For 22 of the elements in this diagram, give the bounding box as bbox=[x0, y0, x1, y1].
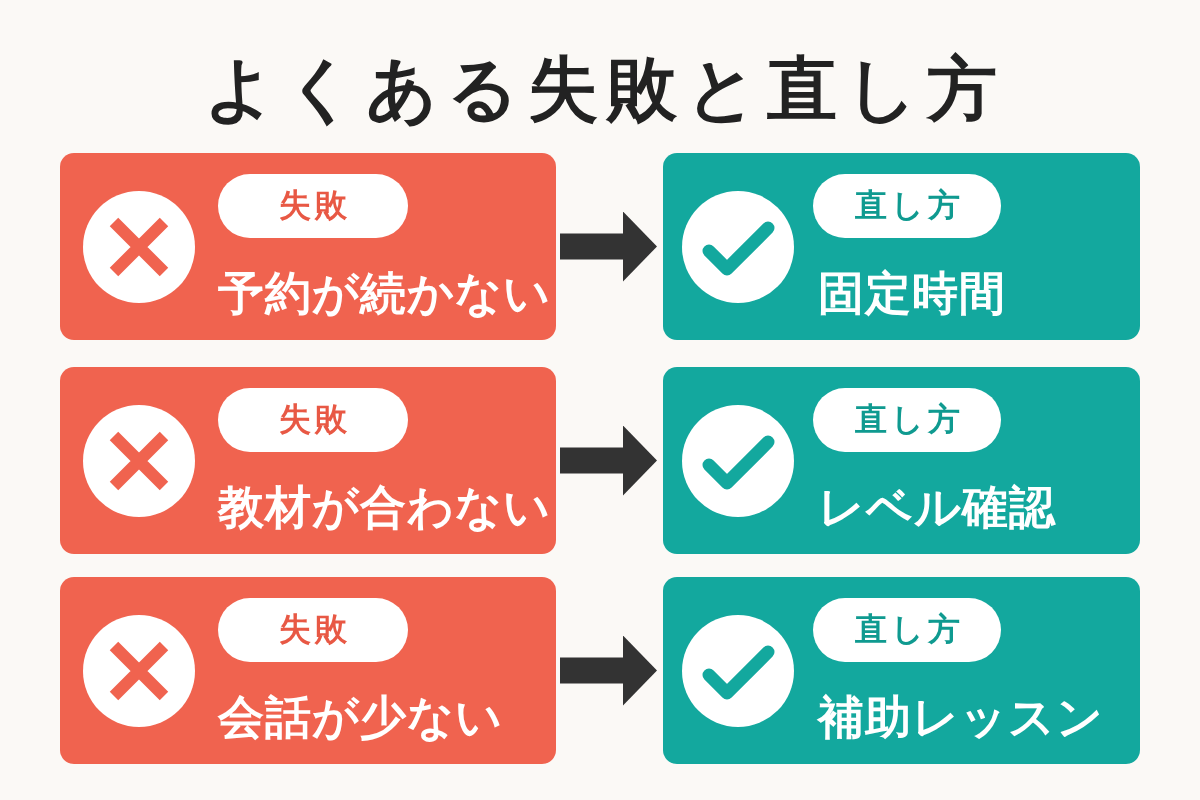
arrow bbox=[560, 425, 657, 496]
fix-text: 固定時間 bbox=[818, 265, 1006, 322]
tag-pill: 失敗 bbox=[218, 388, 408, 452]
fix-card bbox=[663, 153, 1140, 340]
arrow bbox=[560, 635, 657, 706]
failure-card bbox=[60, 367, 556, 554]
failure-text: 教材が合わない bbox=[218, 479, 551, 536]
tag-pill: 失敗 bbox=[218, 598, 408, 662]
failure-text: 会話が少ない bbox=[218, 689, 503, 746]
fix-text: レベル確認 bbox=[818, 479, 1056, 536]
tag-pill: 直し方 bbox=[813, 388, 1001, 452]
title: よくある失敗と直し方 bbox=[202, 47, 1007, 132]
fix-card bbox=[663, 367, 1140, 554]
tag-pill: 失敗 bbox=[218, 174, 408, 238]
fix-card bbox=[663, 577, 1140, 764]
failure-card bbox=[60, 153, 556, 340]
failure-text: 予約が続かない bbox=[218, 265, 551, 322]
arrow bbox=[560, 211, 657, 282]
tag-pill: 直し方 bbox=[813, 598, 1001, 662]
fix-text: 補助レッスン bbox=[818, 689, 1104, 746]
tag-pill: 直し方 bbox=[813, 174, 1001, 238]
failure-card bbox=[60, 577, 556, 764]
